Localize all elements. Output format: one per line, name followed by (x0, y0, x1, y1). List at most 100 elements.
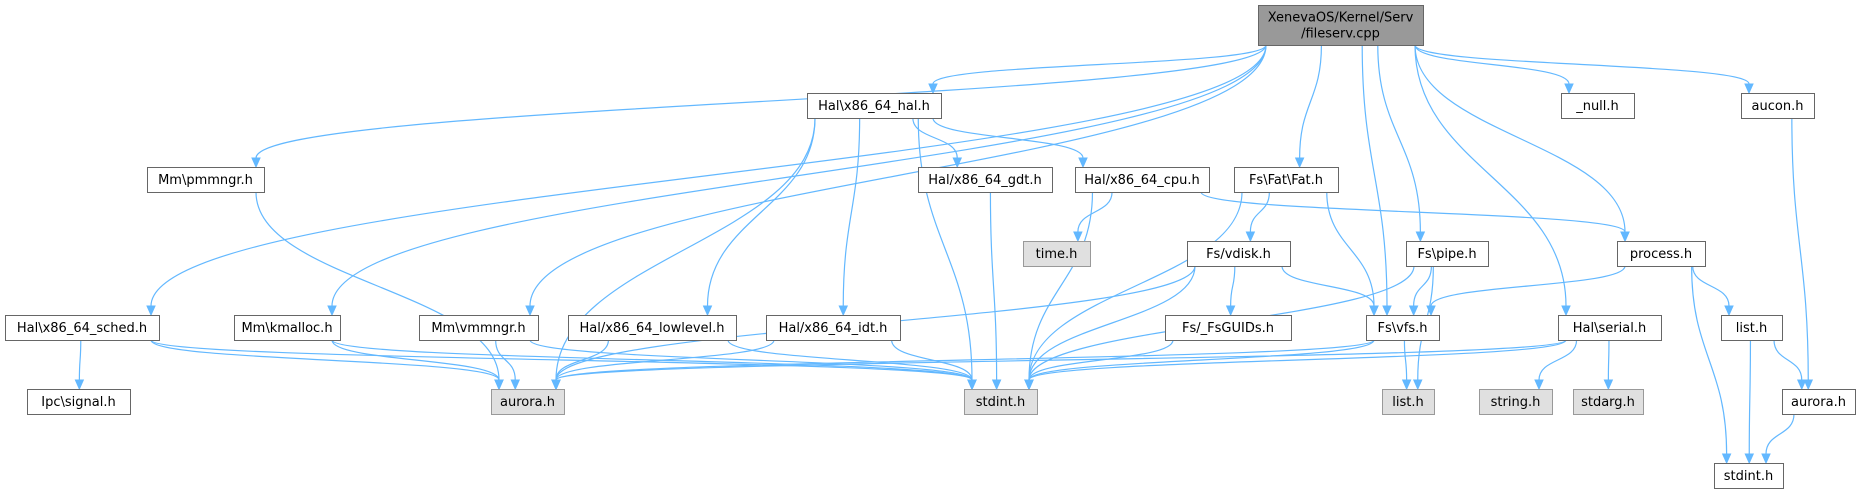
edge-root-to-pipe (1377, 44, 1421, 233)
edge-x86_64_hal-to-x86_64_gdt (912, 117, 958, 159)
edge-vfs-to-list_ext (1403, 339, 1408, 381)
edge-serial-to-stdarg_ext (1607, 339, 1610, 381)
edge-arrowhead-aurora_h-to-stdint_h (1761, 453, 1771, 465)
edge-arrowhead-root-to-aucon (1744, 83, 1754, 95)
node-null_h[interactable]: _null.h (1561, 93, 1635, 119)
node-root[interactable]: XenevaOS/Kernel/Serv/fileserv.cpp (1258, 5, 1424, 46)
edge-arrowhead-list_h-to-stdint_h (1744, 453, 1755, 465)
edge-arrowhead-root-to-sched (146, 305, 156, 317)
node-idt[interactable]: Hal/x86_64_idt.h (766, 315, 901, 341)
edge-vdisk-to-fsguids (1230, 265, 1236, 307)
edge-arrowhead-vmmngr-to-aurora_ext (510, 379, 521, 391)
edge-aucon-to-aurora_h (1791, 117, 1809, 381)
node-vfs[interactable]: Fs\vfs.h (1366, 315, 1440, 341)
node-layer: XenevaOS/Kernel/Serv/fileserv.cppHal\x86… (5, 5, 1856, 489)
node-label-kmalloc: Mm\kmalloc.h (241, 321, 332, 336)
node-label-x86_64_hal: Hal\x86_64_hal.h (818, 99, 930, 114)
edge-fat-to-vdisk (1249, 191, 1270, 233)
edge-serial-to-stdint_ext (1028, 339, 1567, 381)
node-list_h[interactable]: list.h (1721, 315, 1783, 341)
node-label-aucon: aucon.h (1752, 99, 1804, 114)
node-box-null_h (1561, 93, 1635, 119)
edge-root-to-pmmngr (255, 44, 1267, 159)
node-label-process: process.h (1630, 247, 1692, 262)
node-box-aucon (1741, 93, 1815, 119)
edge-arrowhead-idt-to-stdint_ext (967, 379, 977, 391)
node-box-list_ext (1382, 389, 1435, 415)
edge-arrowhead-root-to-pmmngr (251, 157, 261, 169)
edge-arrowhead-serial-to-string_ext (1534, 379, 1544, 391)
node-kmalloc[interactable]: Mm\kmalloc.h (234, 315, 341, 341)
node-fsguids[interactable]: Fs/_FsGUIDs.h (1165, 315, 1292, 341)
edge-root-to-fat (1299, 44, 1323, 159)
node-label-vmmngr: Mm\vmmngr.h (431, 321, 525, 336)
node-box-pmmngr (147, 167, 265, 193)
node-label-idt: Hal/x86_64_idt.h (779, 321, 888, 336)
node-x86_64_cpu[interactable]: Hal/x86_64_cpu.h (1075, 167, 1210, 193)
edge-list_h-to-aurora_h (1773, 339, 1803, 381)
edge-idt-to-stdint_ext (891, 339, 973, 381)
node-box-x86_64_hal (807, 93, 942, 119)
node-aurora_h[interactable]: aurora.h (1782, 389, 1856, 415)
edge-idt-to-aurora_ext (555, 339, 775, 381)
node-label-x86_64_cpu: Hal/x86_64_cpu.h (1084, 173, 1200, 188)
edge-root-to-null_h (1414, 44, 1570, 85)
node-box-ipc_signal (27, 389, 131, 415)
node-pipe[interactable]: Fs\pipe.h (1406, 241, 1489, 267)
edge-sched-to-ipc_signal (78, 339, 82, 381)
node-lowlevel[interactable]: Hal/x86_64_lowlevel.h (568, 315, 737, 341)
edge-lowlevel-to-aurora_ext (555, 339, 610, 381)
edge-fat-to-vfs (1326, 191, 1375, 307)
node-fat[interactable]: Fs\Fat\Fat.h (1234, 167, 1339, 193)
node-label-null_h: _null.h (1575, 99, 1619, 114)
edge-x86_64_hal-to-lowlevel (706, 117, 816, 307)
node-box-aurora_ext (491, 389, 565, 415)
node-box-stdint_ext (964, 389, 1038, 415)
node-aucon[interactable]: aucon.h (1741, 93, 1815, 119)
edge-arrowhead-root-to-kmalloc (327, 305, 337, 317)
node-box-vmmngr (419, 315, 539, 341)
node-label-vfs: Fs\vfs.h (1377, 321, 1427, 336)
node-vmmngr[interactable]: Mm\vmmngr.h (419, 315, 539, 341)
edge-arrowhead-x86_64_hal-to-x86_64_cpu (1078, 157, 1088, 169)
edge-arrowhead-x86_64_hal-to-x86_64_gdt (952, 157, 963, 169)
edge-x86_64_hal-to-idt (842, 117, 861, 307)
node-vdisk[interactable]: Fs/vdisk.h (1187, 241, 1291, 267)
node-label-root: /fileserv.cpp (1301, 27, 1380, 42)
node-x86_64_hal[interactable]: Hal\x86_64_hal.h (807, 93, 942, 119)
edge-arrowhead-process-to-list_h (1724, 305, 1734, 317)
node-label-root: XenevaOS/Kernel/Serv (1268, 11, 1414, 26)
edge-arrowhead-root-to-x86_64_hal (928, 83, 938, 95)
edge-process-to-list_h (1692, 265, 1730, 307)
node-x86_64_gdt[interactable]: Hal/x86_64_gdt.h (918, 167, 1053, 193)
edge-x86_64_gdt-to-stdint_ext (989, 191, 998, 381)
node-stdint_h[interactable]: stdint.h (1714, 463, 1784, 489)
node-stdint_ext: stdint.h (964, 389, 1038, 415)
node-ipc_signal[interactable]: Ipc\signal.h (27, 389, 131, 415)
node-box-time_h (1023, 241, 1091, 267)
node-box-x86_64_gdt (918, 167, 1053, 193)
node-box-fsguids (1165, 315, 1292, 341)
edge-vdisk-to-vfs (1281, 265, 1375, 307)
node-box-stdint_h (1714, 463, 1784, 489)
edge-lowlevel-to-stdint_ext (727, 339, 973, 381)
node-sched[interactable]: Hal\x86_64_sched.h (5, 315, 160, 341)
edge-vdisk-to-stdint_ext (1028, 265, 1196, 381)
node-label-stdarg_ext: stdarg.h (1581, 395, 1635, 410)
node-label-x86_64_gdt: Hal/x86_64_gdt.h (928, 173, 1041, 188)
node-process[interactable]: process.h (1617, 241, 1706, 267)
edge-arrowhead-root-to-serial (1561, 305, 1571, 317)
edge-arrowhead-process-to-vfs (1426, 305, 1436, 317)
edge-root-to-serial (1414, 44, 1567, 307)
edge-arrowhead-serial-to-stdint_ext (1024, 379, 1034, 391)
edge-x86_64_hal-to-x86_64_cpu (932, 117, 1084, 159)
node-label-pipe: Fs\pipe.h (1417, 247, 1476, 262)
edge-root-to-sched (150, 44, 1267, 307)
edge-vmmngr-to-stdint_ext (529, 339, 973, 381)
edge-arrowhead-serial-to-aurora_ext (551, 379, 561, 391)
node-serial[interactable]: Hal\serial.h (1558, 315, 1662, 341)
edge-arrowhead-x86_64_gdt-to-stdint_ext (991, 379, 1002, 391)
edge-sched-to-aurora_ext (150, 339, 500, 381)
node-time_h: time.h (1023, 241, 1091, 267)
node-pmmngr[interactable]: Mm\pmmngr.h (147, 167, 265, 193)
